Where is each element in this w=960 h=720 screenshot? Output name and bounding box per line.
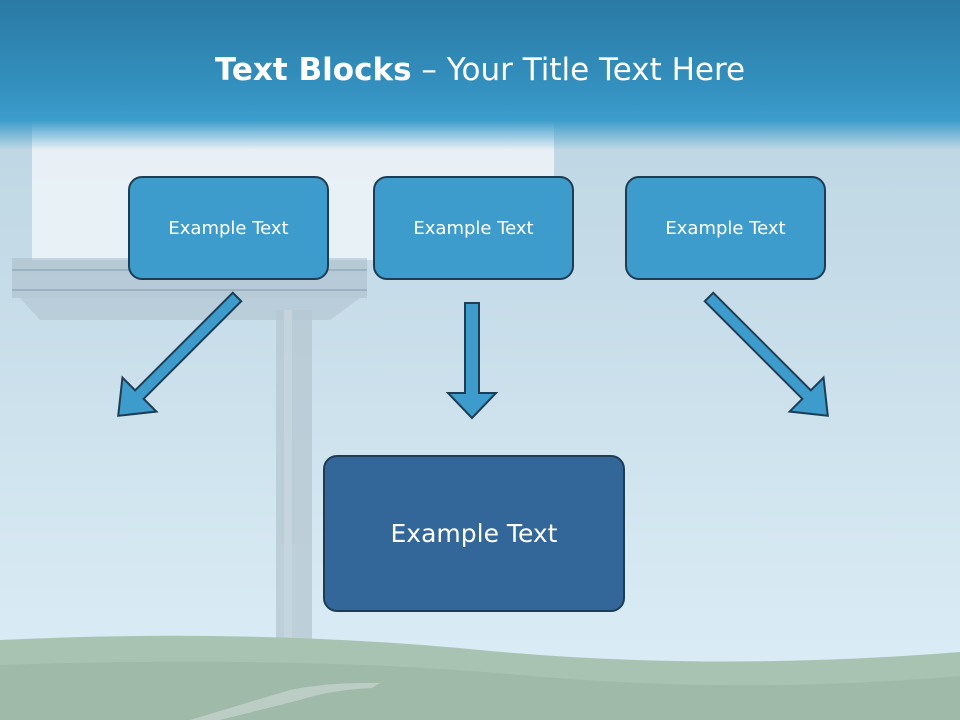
text-block-1-label: Example Text	[168, 217, 289, 239]
slide-title: Text Blocks – Your Title Text Here	[0, 52, 960, 88]
arrow-center-icon	[445, 302, 499, 420]
text-block-2: Example Text	[373, 176, 574, 280]
target-block-label: Example Text	[390, 519, 558, 548]
header-bar	[0, 0, 960, 150]
arrow-left-icon	[117, 291, 243, 417]
target-block: Example Text	[323, 455, 625, 612]
billboard-pole	[276, 310, 312, 670]
title-bold: Text Blocks	[214, 52, 412, 88]
road	[190, 682, 380, 720]
text-block-3: Example Text	[625, 176, 826, 280]
title-rest: Your Title Text Here	[446, 52, 746, 88]
text-block-1: Example Text	[128, 176, 329, 280]
text-block-3-label: Example Text	[665, 217, 786, 239]
arrow-right-icon	[703, 291, 829, 417]
text-block-2-label: Example Text	[413, 217, 534, 239]
title-dash: –	[411, 52, 447, 88]
